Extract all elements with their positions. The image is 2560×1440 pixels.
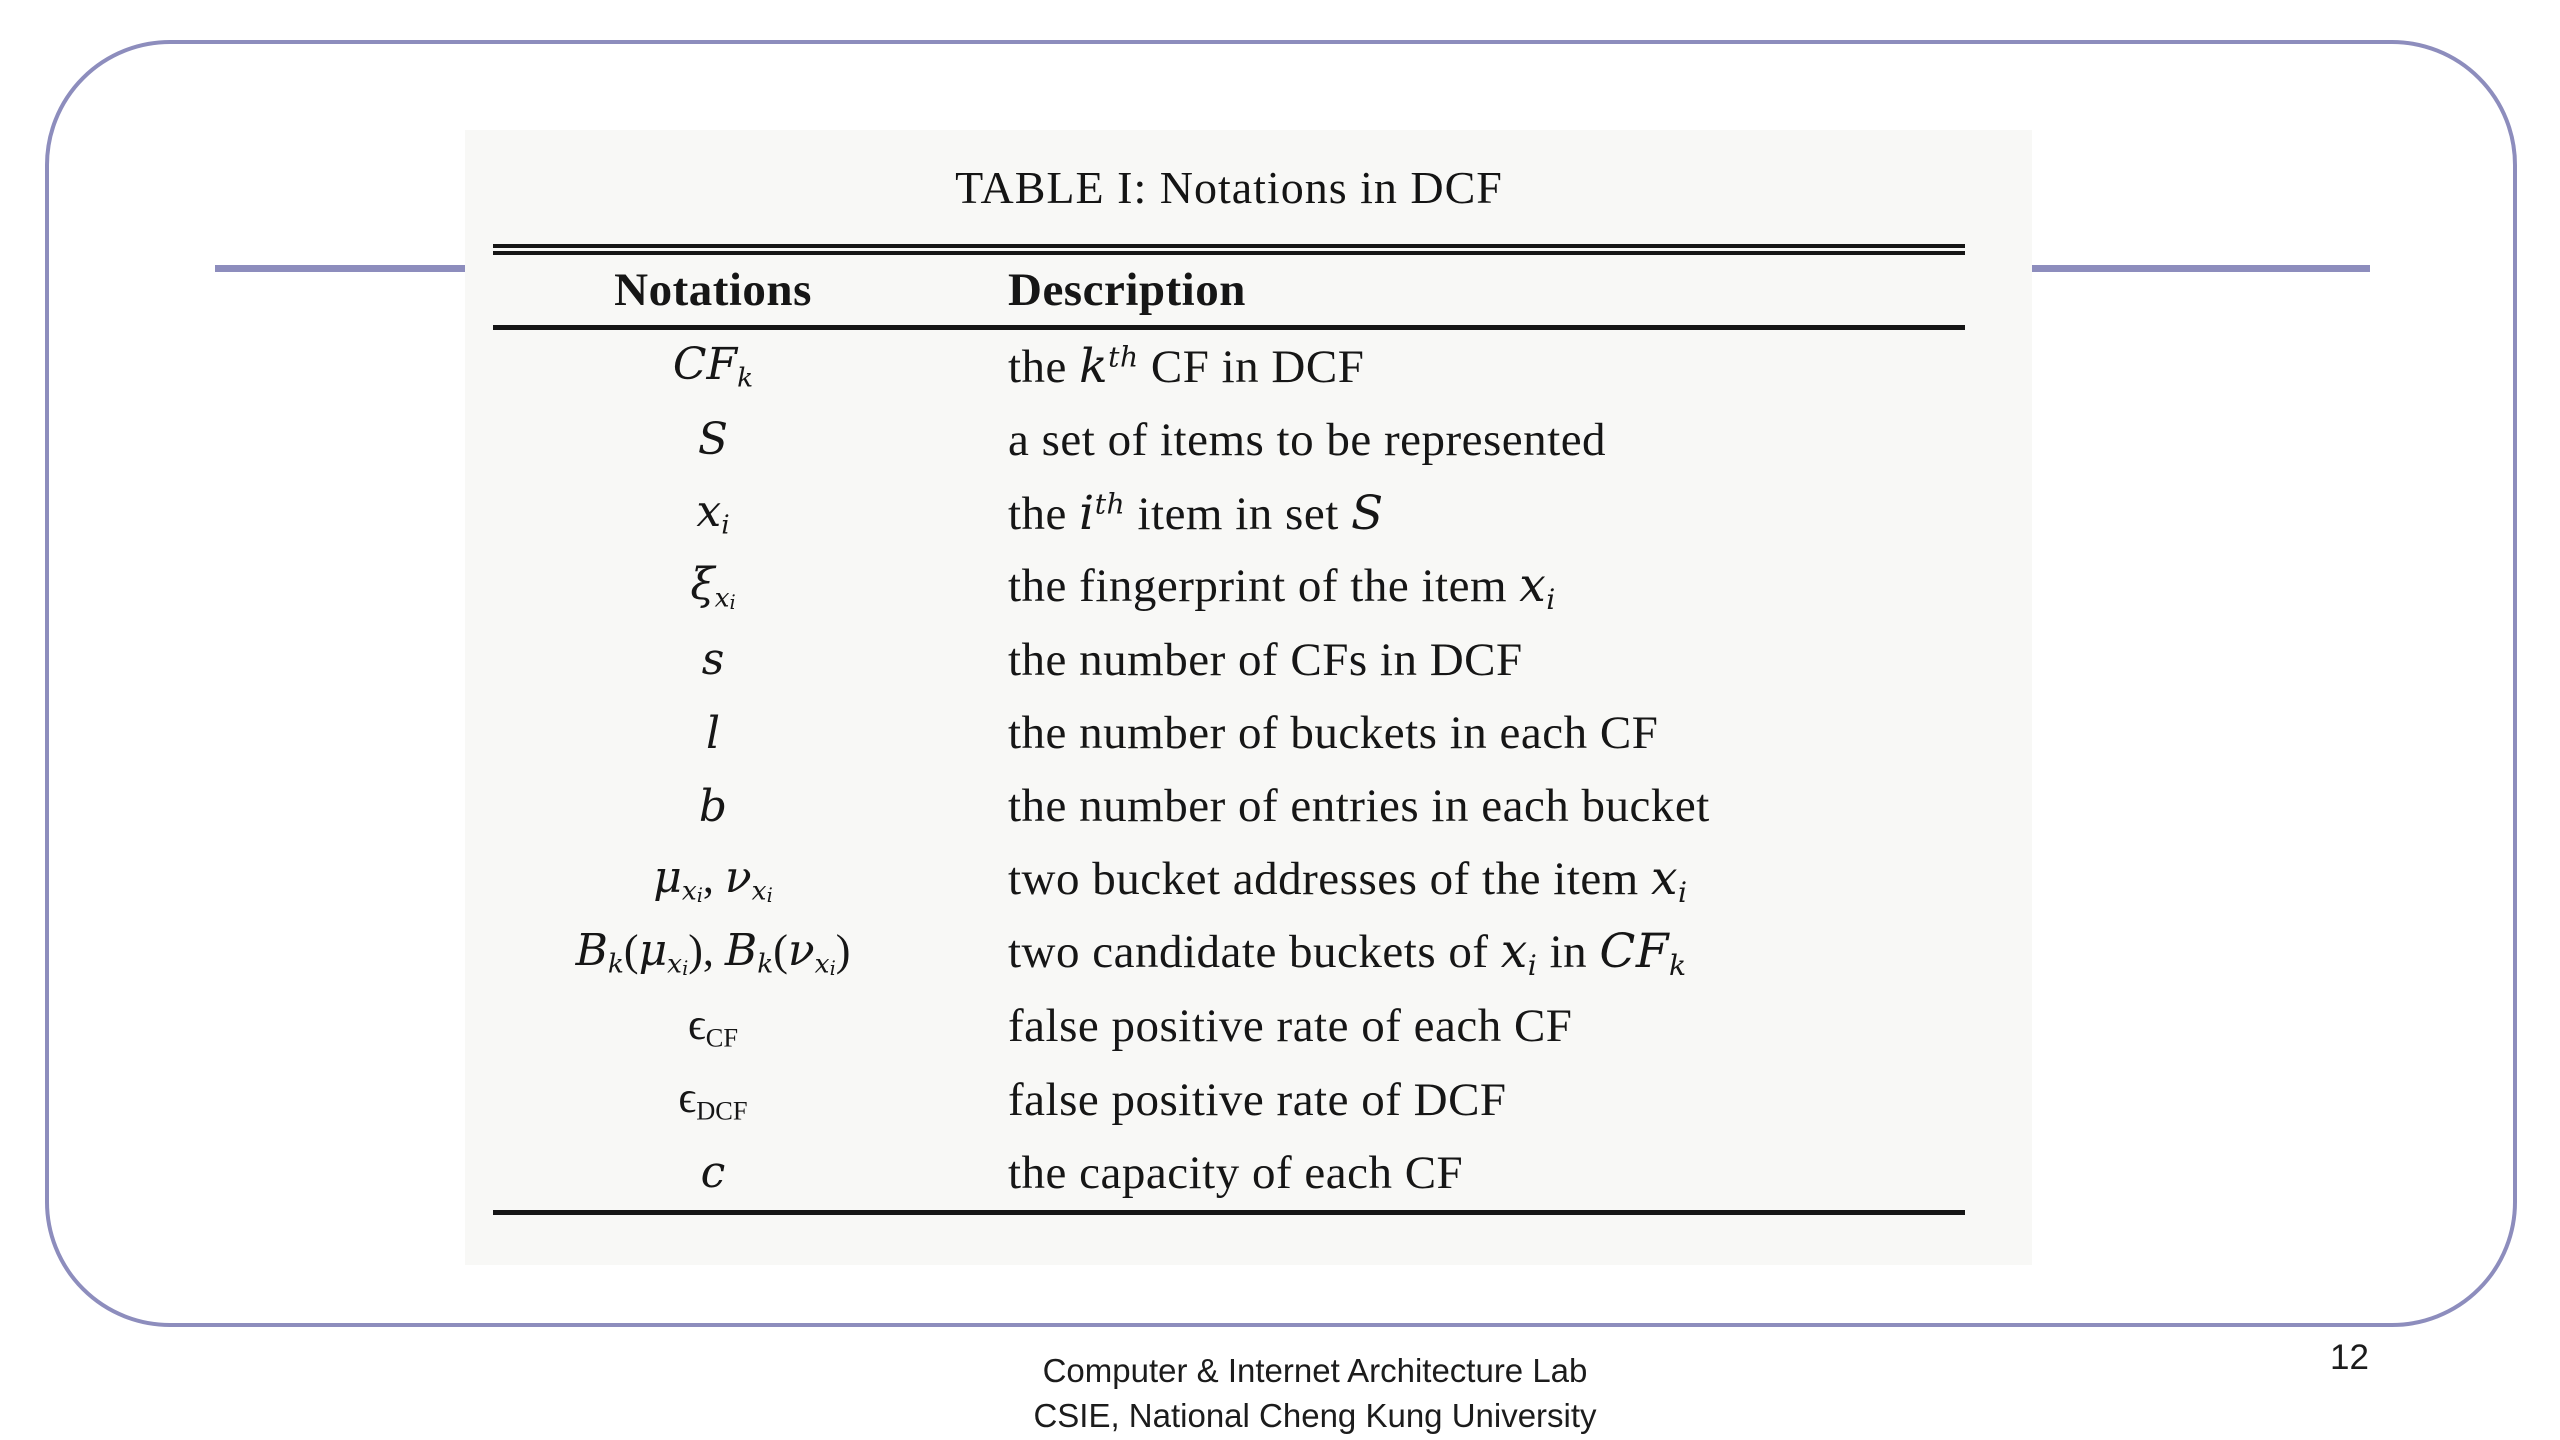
notation-cell: μxi, νxi bbox=[653, 852, 773, 908]
page-number: 12 bbox=[2330, 1338, 2369, 1377]
table-row: ϵCF false positive rate of each CF bbox=[493, 990, 1965, 1063]
description-cell: a set of items to be represented bbox=[1008, 413, 1607, 466]
column-header-description: Description bbox=[1008, 264, 1246, 316]
description-cell: the ith item in set S bbox=[1008, 485, 1384, 541]
notation-cell: S bbox=[697, 414, 729, 466]
notation-cell: ϵDCF bbox=[678, 1073, 748, 1126]
decorative-line-left bbox=[215, 265, 466, 272]
table-row: b the number of entries in each bucket bbox=[493, 770, 1965, 843]
table-row: Bk(μxi), Bk(νxi) two candidate buckets of… bbox=[493, 916, 1965, 989]
table-title: TABLE I: Notations in DCF bbox=[955, 162, 1503, 213]
footer-lab-name: Computer & Internet Architecture Lab bbox=[1042, 1352, 1588, 1389]
decorative-line-right bbox=[2032, 265, 2370, 272]
notation-cell: ξxi bbox=[690, 559, 736, 615]
description-cell: the capacity of each CF bbox=[1008, 1146, 1464, 1199]
notation-cell: CFk bbox=[672, 339, 754, 394]
description-cell: two bucket addresses of the item xi bbox=[1008, 850, 1688, 909]
notation-cell: Bk(μxi), Bk(νxi) bbox=[575, 925, 851, 981]
table-row: c the capacity of each CF bbox=[493, 1136, 1965, 1209]
table-row: μxi, νxi two bucket addresses of the item… bbox=[493, 843, 1965, 916]
table-row: CFk the kth CF in DCF bbox=[493, 330, 1965, 403]
description-cell: the kth CF in DCF bbox=[1008, 339, 1365, 395]
table-row: ϵDCF false positive rate of DCF bbox=[493, 1063, 1965, 1136]
description-cell: false positive rate of DCF bbox=[1008, 1073, 1507, 1126]
table-bottom-rule bbox=[493, 1209, 1965, 1215]
notation-cell: c bbox=[700, 1147, 726, 1199]
notation-cell: s bbox=[701, 634, 725, 686]
table-header-row: Notations Description bbox=[493, 255, 1965, 325]
table-header-rule bbox=[493, 325, 1965, 330]
notation-cell: ϵCF bbox=[687, 1000, 739, 1053]
description-cell: the number of CFs in DCF bbox=[1008, 633, 1523, 686]
notation-cell: b bbox=[698, 780, 728, 832]
notation-table-panel: TABLE I: Notations in DCF Notations Desc… bbox=[465, 130, 2032, 1265]
slide-border-frame bbox=[45, 40, 2517, 1327]
footer: Computer & Internet Architecture Lab CSI… bbox=[1033, 1348, 1596, 1438]
table-row: s the number of CFs in DCF bbox=[493, 623, 1965, 696]
description-cell: the number of entries in each bucket bbox=[1008, 780, 1710, 833]
description-cell: the number of buckets in each CF bbox=[1008, 707, 1659, 760]
table-top-double-rule bbox=[493, 244, 1965, 255]
table-row: ξxi the fingerprint of the item xi bbox=[493, 550, 1965, 623]
description-cell: false positive rate of each CF bbox=[1008, 1000, 1573, 1053]
description-cell: the fingerprint of the item xi bbox=[1008, 557, 1556, 616]
notation-table: Notations Description CFk the kth CF in D… bbox=[493, 244, 1965, 1215]
table-row: l the number of buckets in each CF bbox=[493, 696, 1965, 769]
footer-university: CSIE, National Cheng Kung University bbox=[1033, 1397, 1597, 1434]
column-header-notations: Notations bbox=[614, 264, 812, 316]
description-cell: two candidate buckets of xi in CFk bbox=[1008, 924, 1687, 982]
notation-cell: xi bbox=[696, 486, 730, 541]
notation-cell: l bbox=[705, 707, 721, 759]
table-row: xi the ith item in set S bbox=[493, 477, 1965, 550]
